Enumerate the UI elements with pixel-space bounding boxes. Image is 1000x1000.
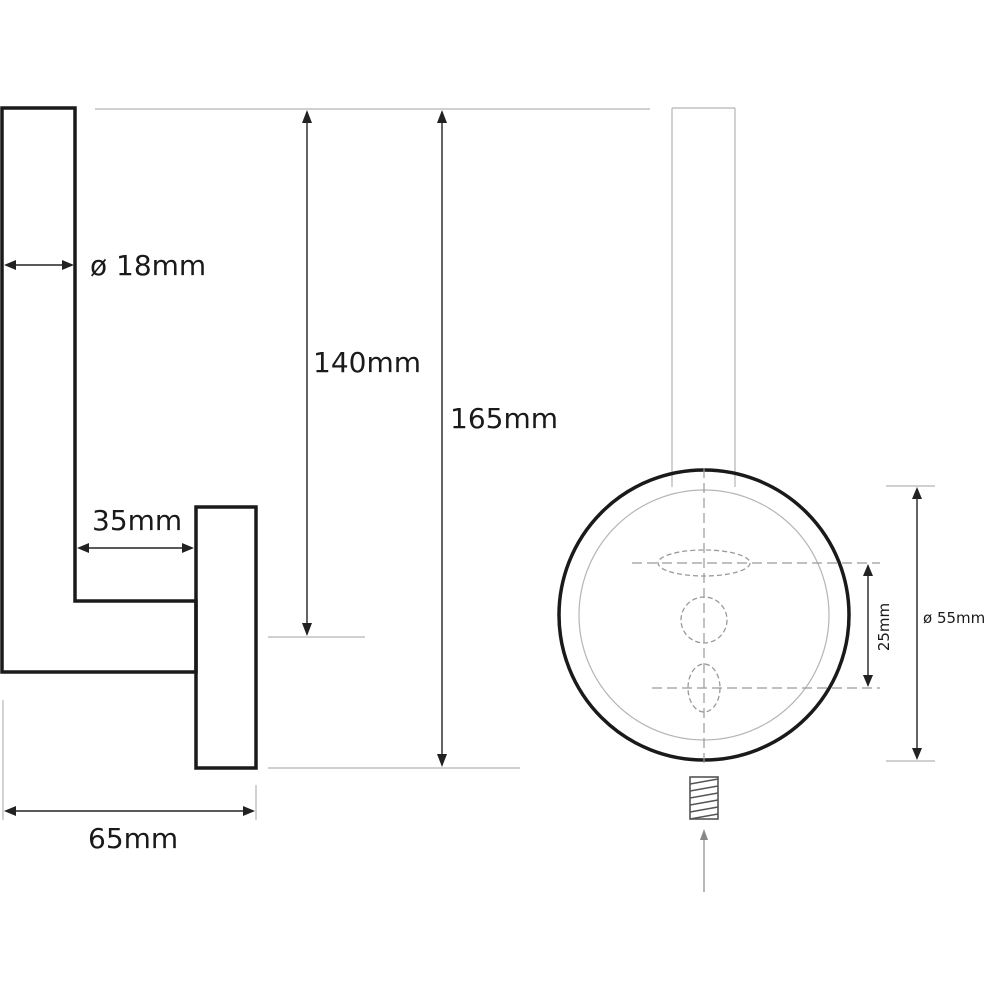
rosette-side-outline (194, 505, 258, 770)
label-total-depth: 65mm (88, 822, 178, 855)
dimension-arm-height: 140mm (302, 110, 421, 636)
side-view: ø 18mm 140mm 165mm 35mm 65mm (0, 106, 650, 855)
dimension-hole-spacing: 25mm (863, 564, 893, 687)
dimension-arm-offset: 35mm (77, 504, 194, 553)
holder-arm-outline (0, 106, 198, 674)
label-arm-offset: 35mm (92, 504, 182, 537)
dimension-total-depth: 65mm (4, 806, 255, 855)
dimension-total-height: 165mm (437, 110, 558, 767)
label-rod-diameter: ø 18mm (90, 249, 206, 282)
front-view: 25mm ø 55mm (557, 107, 985, 892)
label-total-height: 165mm (450, 402, 558, 435)
screw-icon (689, 776, 719, 820)
slot-hole-bottom (687, 663, 721, 713)
slot-hole-top (657, 549, 751, 577)
label-hole-spacing: 25mm (875, 603, 893, 651)
label-arm-height: 140mm (313, 346, 421, 379)
screw-direction-arrow (700, 829, 708, 892)
dimension-rod-diameter: ø 18mm (4, 249, 206, 282)
center-hole (680, 596, 728, 644)
label-rosette-diameter: ø 55mm (923, 609, 985, 627)
dimension-rosette-diameter: ø 55mm (886, 485, 985, 762)
